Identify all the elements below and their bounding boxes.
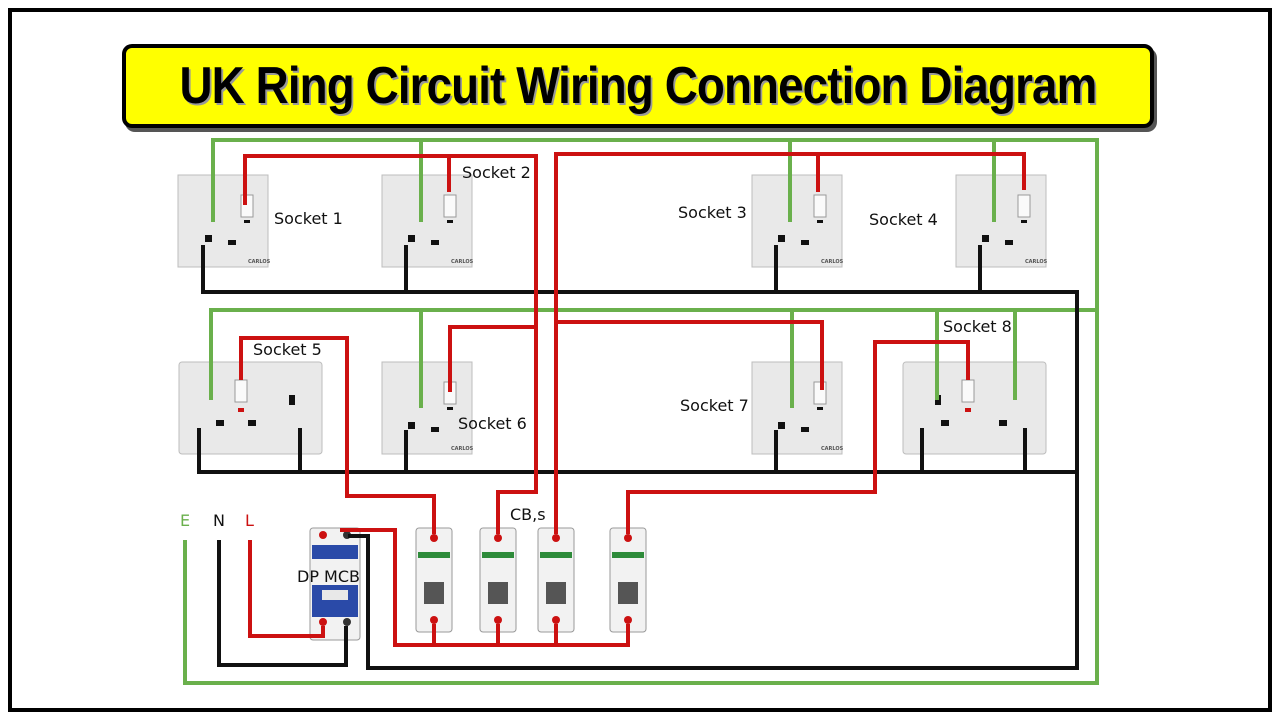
socket-7-label: Socket 7 (680, 396, 749, 415)
socket-8-label: Socket 8 (943, 317, 1012, 336)
cbs-label: CB,s (510, 505, 546, 524)
socket-plate-4: CARLOS (955, 174, 1048, 268)
socket-4-label: Socket 4 (869, 210, 938, 229)
socket-3-label: Socket 3 (678, 203, 747, 222)
socket-2-label: Socket 2 (462, 163, 531, 182)
cb-1 (415, 527, 453, 633)
socket-brand-text: CARLOS (821, 259, 844, 265)
cb-4 (609, 527, 647, 633)
socket-plate-2: CARLOS (381, 174, 474, 268)
socket-plate-1: CARLOS (177, 174, 271, 268)
dp-mcb-label: DP MCB (297, 567, 360, 586)
page-title: UK Ring Circuit Wiring Connection Diagra… (179, 57, 1098, 115)
socket-plate-3: CARLOS (751, 174, 844, 268)
live-label: L (245, 511, 254, 530)
socket-brand-text: CARLOS (451, 446, 474, 452)
title-banner: UK Ring Circuit Wiring Connection Diagra… (122, 44, 1154, 128)
socket-plate-5 (178, 361, 323, 455)
socket-plate-6: CARLOS (381, 361, 474, 455)
socket-plate-7: CARLOS (751, 361, 844, 455)
neutral-label: N (213, 511, 225, 530)
socket-brand-text: CARLOS (821, 446, 844, 452)
socket-1-label: Socket 1 (274, 209, 343, 228)
socket-6-label: Socket 6 (458, 414, 527, 433)
neutral-wiring (197, 245, 1079, 670)
socket-brand-text: CARLOS (1025, 259, 1048, 265)
socket-brand-text: CARLOS (451, 259, 474, 265)
live-wiring (239, 152, 1026, 647)
outer-frame (8, 8, 1272, 712)
cb-3 (537, 527, 575, 633)
dp-mcb (309, 527, 361, 641)
earth-label: E (180, 511, 190, 530)
socket-brand-text: CARLOS (248, 259, 271, 265)
cb-2 (479, 527, 517, 633)
socket-5-label: Socket 5 (253, 340, 322, 359)
